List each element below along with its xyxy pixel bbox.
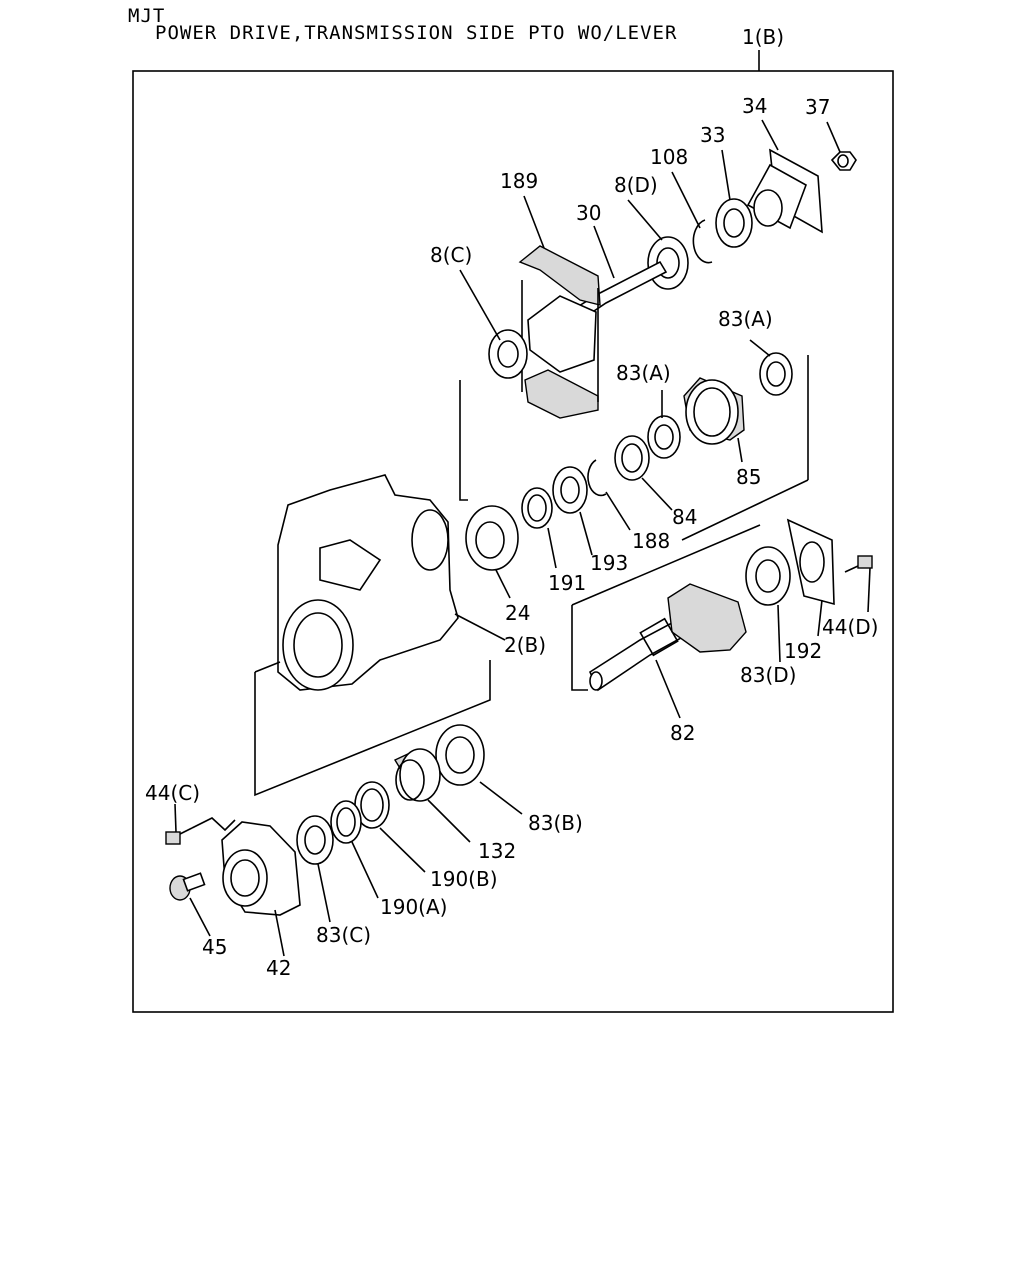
callout-82: 82: [670, 721, 695, 745]
part-191-ring: [521, 487, 553, 529]
callout-83a-right: 83(A): [718, 307, 773, 331]
model-code: MJT: [128, 5, 166, 27]
part-34-cover: [746, 148, 823, 234]
part-85-gear: [683, 377, 745, 445]
callout-37: 37: [805, 95, 830, 119]
callout-85: 85: [736, 465, 761, 489]
callout-2b: 2(B): [504, 633, 546, 657]
part-45-plug: [169, 872, 206, 901]
part-44d-bolt: [844, 555, 873, 573]
part-190a-ring: [330, 800, 362, 844]
callout-132: 132: [478, 839, 516, 863]
callout-83b: 83(B): [528, 811, 583, 835]
part-83c-bearing: [296, 815, 334, 865]
diagram-title: POWER DRIVE,TRANSMISSION SIDE PTO WO/LEV…: [155, 22, 678, 44]
callout-83a-left: 83(A): [616, 361, 671, 385]
callout-84: 84: [672, 505, 697, 529]
part-188-snap-ring: [587, 459, 607, 497]
callout-8d: 8(D): [614, 173, 658, 197]
callout-189: 189: [500, 169, 538, 193]
part-189-gear: [518, 245, 601, 419]
part-190b-ring: [354, 781, 390, 829]
callout-190a: 190(A): [380, 895, 447, 919]
callout-1b: 1(B): [742, 25, 784, 49]
leader-lines: [174, 119, 871, 957]
callout-192: 192: [784, 639, 822, 663]
part-193-bearing: [552, 466, 588, 514]
part-37-nut: [830, 151, 857, 171]
callout-108: 108: [650, 145, 688, 169]
callout-44d: 44(D): [822, 615, 878, 639]
part-83a-needle-bearing-right: [759, 352, 793, 396]
callout-45: 45: [202, 935, 227, 959]
part-132-bushing: [393, 748, 441, 802]
part-83a-needle-bearing-left: [647, 415, 681, 459]
diagram-frame: [132, 70, 894, 1013]
part-108-snap-ring: [692, 219, 713, 264]
part-84-washer: [614, 435, 650, 481]
part-83d-bearing: [745, 546, 791, 606]
callout-34: 34: [742, 94, 767, 118]
part-82-shaft: [588, 583, 747, 692]
callout-83d: 83(D): [740, 663, 796, 687]
callout-33: 33: [700, 123, 725, 147]
callout-193: 193: [590, 551, 628, 575]
callout-24: 24: [505, 601, 530, 625]
part-192-gasket: [786, 518, 835, 606]
part-8d-bearing: [647, 236, 689, 290]
callout-44c: 44(C): [145, 781, 200, 805]
callout-83c: 83(C): [316, 923, 371, 947]
part-44c-bolt: [165, 817, 236, 845]
callout-30: 30: [576, 201, 601, 225]
part-2b-housing: [277, 474, 459, 691]
callout-188: 188: [632, 529, 670, 553]
callout-191: 191: [548, 571, 586, 595]
part-83b-bearing: [435, 724, 485, 786]
callout-42: 42: [266, 956, 291, 980]
group-bracket-lower: [254, 660, 491, 797]
leader-bracket-top: [459, 380, 468, 501]
part-33-bearing: [715, 198, 753, 248]
part-8c-bearing: [488, 329, 528, 379]
part-24-bearing: [465, 505, 519, 571]
callout-8c: 8(C): [430, 243, 472, 267]
part-42-cover: [221, 821, 301, 916]
group-bracket-shaft: [571, 605, 588, 691]
callout-190b: 190(B): [430, 867, 498, 891]
